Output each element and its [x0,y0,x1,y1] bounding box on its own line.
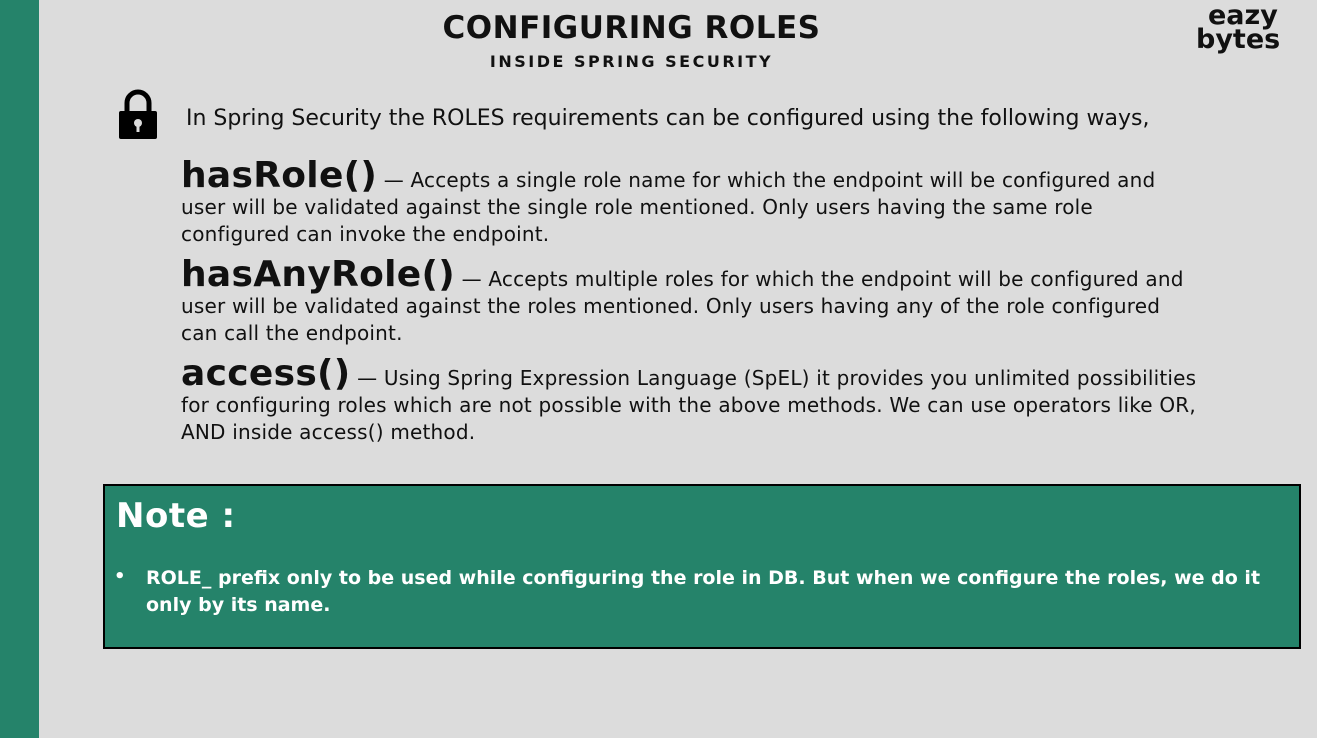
eazybytes-logo: eazy bytes [1196,0,1292,55]
logo-line-1: eazy [1208,0,1278,31]
method-name: access() [181,353,351,394]
method-hasanyrole: hasAnyRole() — Accepts multiple roles fo… [181,257,1201,347]
side-accent-bar [0,0,39,738]
note-text: ROLE_ prefix only to be used while confi… [146,567,1261,616]
method-access: access() — Using Spring Expression Langu… [181,356,1201,446]
method-description: — Accepts multiple roles for which the e… [181,267,1184,345]
logo-line-2: bytes [1196,24,1281,55]
method-description: — Accepts a single role name for which t… [181,168,1156,246]
method-name: hasAnyRole() [181,254,456,295]
note-title: Note : [116,496,236,536]
method-name: hasRole() [181,155,378,196]
method-hasrole: hasRole() — Accepts a single role name f… [181,158,1201,248]
page-title: CONFIGURING ROLES [442,10,821,46]
bullet-icon: • [114,566,126,587]
lock-icon [119,89,157,139]
intro-text: In Spring Security the ROLES requirement… [186,106,1150,131]
note-box: Note : • ROLE_ prefix only to be used wh… [103,484,1301,649]
method-description: — Using Spring Expression Language (SpEL… [181,366,1197,444]
page-subtitle: INSIDE SPRING SECURITY [489,52,774,71]
